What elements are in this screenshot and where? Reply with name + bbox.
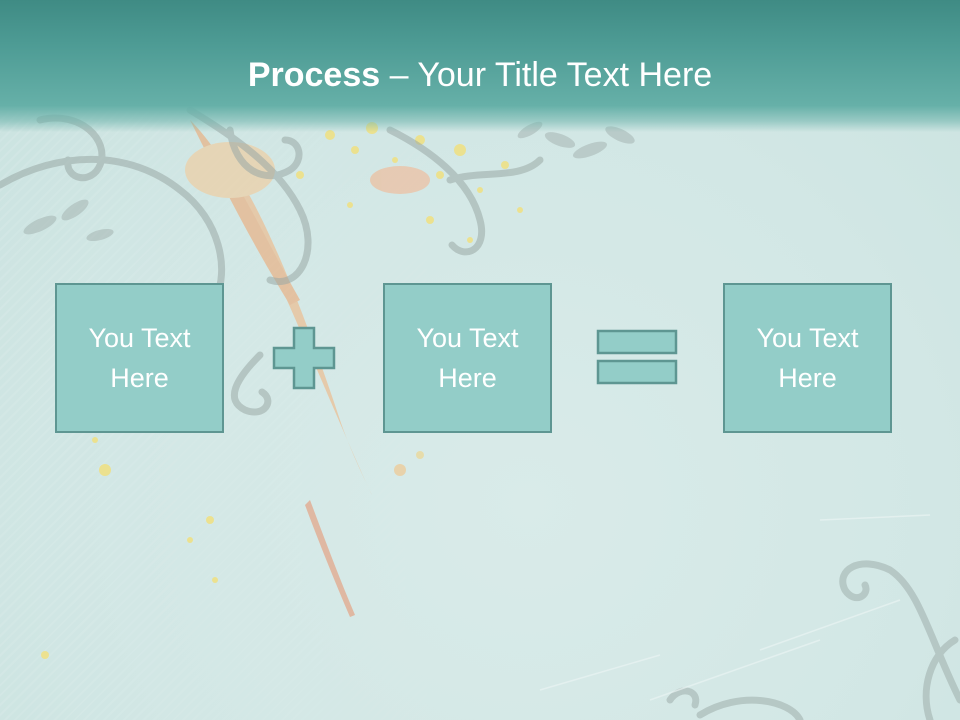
process-box-3-line-2: Here	[778, 363, 837, 393]
title-rest-part: – Your Title Text Here	[380, 56, 713, 94]
process-box-3[interactable]: You Text Here	[723, 283, 892, 433]
slide-title: Process – Your Title Text Here	[0, 54, 960, 96]
process-box-2-line-2: Here	[438, 363, 497, 393]
title-bar	[0, 0, 960, 132]
process-box-1-line-1: You Text	[88, 323, 191, 353]
process-box-1[interactable]: You Text Here	[55, 283, 224, 433]
title-bold-part: Process	[247, 56, 381, 94]
process-box-3-line-1: You Text	[756, 323, 859, 353]
plus-icon	[272, 326, 336, 390]
process-box-1-line-2: Here	[110, 363, 169, 393]
equals-icon	[596, 329, 678, 385]
process-box-2-line-1: You Text	[416, 323, 519, 353]
process-box-2[interactable]: You Text Here	[383, 283, 552, 433]
